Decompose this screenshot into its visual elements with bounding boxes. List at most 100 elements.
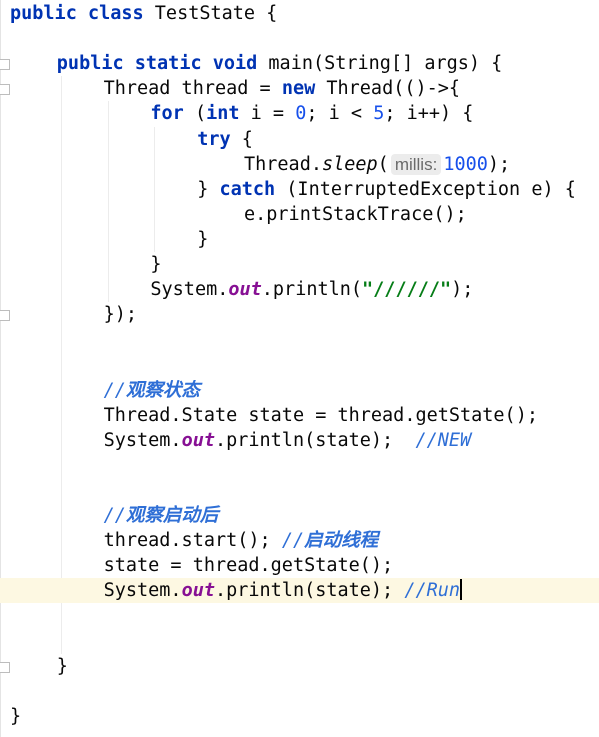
code-token: }	[10, 705, 22, 727]
code-token: Thread.	[244, 153, 322, 175]
code-line-text: });	[104, 302, 137, 327]
code-line-text: Thread.sleep(millis:1000);	[244, 152, 510, 177]
code-line[interactable]	[0, 26, 599, 51]
code-token: (	[377, 153, 389, 175]
code-line-text: System.out.println(state); //NEW	[104, 428, 472, 453]
code-token: catch	[219, 178, 287, 200]
code-line[interactable]: }	[0, 654, 599, 679]
fold-marker-icon[interactable]	[0, 84, 10, 96]
code-line[interactable]: thread.start(); //启动线程	[0, 528, 599, 553]
code-line[interactable]: Thread.sleep(millis:1000);	[0, 152, 599, 177]
code-token: });	[103, 304, 138, 326]
code-line[interactable]	[0, 629, 599, 654]
code-line[interactable]	[0, 478, 599, 503]
code-token: "//////"	[362, 279, 452, 301]
code-comment: //Run	[404, 580, 461, 602]
code-token: out	[228, 279, 262, 301]
code-token: System.	[103, 429, 182, 451]
code-token: }	[56, 655, 68, 677]
code-token: );	[451, 279, 474, 301]
code-token: (	[194, 103, 207, 125]
code-comment: //NEW	[415, 429, 472, 451]
code-token: }	[150, 254, 162, 275]
code-token: state = thread.getState();	[103, 555, 394, 577]
code-token: public class	[10, 3, 155, 24]
code-token: (InterruptedException e) {	[286, 178, 576, 200]
code-line[interactable]	[0, 327, 599, 352]
code-line-text: e.printStackTrace();	[244, 202, 467, 227]
fold-marker-icon[interactable]	[0, 661, 10, 673]
code-line[interactable]: Thread thread = new Thread(()->{	[0, 76, 599, 101]
code-token: out	[181, 580, 215, 602]
code-line[interactable]: e.printStackTrace();	[0, 202, 599, 227]
code-token: thread.start();	[103, 530, 282, 552]
code-line[interactable]: public static void main(String[] args) {	[0, 51, 599, 76]
code-line[interactable]: try {	[0, 127, 599, 152]
code-line-text: public class TestState {	[10, 1, 277, 26]
code-line[interactable]: });	[0, 302, 599, 327]
code-line-text: for (int i = 0; i < 5; i++) {	[150, 101, 473, 126]
code-line-text: //观察状态	[104, 378, 200, 403]
code-token: Thread thread =	[103, 78, 282, 100]
code-comment: //	[103, 379, 126, 401]
parameter-hint: millis:	[390, 153, 442, 175]
code-line-text: Thread.State state = thread.getState();	[104, 403, 538, 428]
code-comment: 启动线程	[304, 530, 379, 552]
fold-marker-icon[interactable]	[0, 59, 10, 71]
code-line[interactable]: }	[0, 252, 599, 277]
code-token: out	[181, 429, 215, 451]
gutter-border	[0, 0, 1, 737]
fold-marker-icon[interactable]	[0, 310, 10, 322]
code-token: }	[197, 178, 220, 200]
code-line-text: }	[10, 704, 21, 729]
code-token: .println(state);	[214, 580, 405, 602]
code-line-text: } catch (InterruptedException e) {	[197, 177, 576, 202]
code-line[interactable]: state = thread.getState();	[0, 553, 599, 578]
code-token: for	[150, 103, 195, 125]
code-token: Thread(()->{	[326, 78, 461, 100]
code-line[interactable]	[0, 352, 599, 377]
code-token: 0	[295, 103, 307, 125]
code-token: .println(state);	[214, 429, 416, 451]
code-line[interactable]: for (int i = 0; i < 5; i++) {	[0, 101, 599, 126]
code-line[interactable]	[0, 679, 599, 704]
code-line[interactable]: Thread.State state = thread.getState();	[0, 403, 599, 428]
code-line[interactable]: }	[0, 704, 599, 729]
indent-guide	[60, 76, 62, 654]
code-token: new	[281, 78, 327, 100]
code-line[interactable]: }	[0, 227, 599, 252]
code-line[interactable]: System.out.println(state); //Run	[0, 578, 599, 604]
text-caret	[460, 579, 463, 601]
code-token: main(String[] args) {	[268, 53, 503, 75]
code-line[interactable]: //观察启动后	[0, 503, 599, 528]
code-line-text: thread.start(); //启动线程	[104, 528, 379, 553]
code-comment: //	[103, 505, 126, 526]
code-token: int	[206, 103, 251, 125]
code-line-text: }	[57, 654, 68, 679]
code-token: ; i++) {	[384, 103, 474, 125]
code-line[interactable]: public class TestState {	[0, 1, 599, 26]
code-token: public static void	[56, 53, 269, 75]
code-line-text: Thread thread = new Thread(()->{	[104, 76, 460, 101]
code-line[interactable]: System.out.println(state); //NEW	[0, 428, 599, 453]
code-comment: 观察状态	[125, 379, 200, 401]
code-token: System.	[150, 279, 229, 301]
code-token: ; i <	[306, 103, 374, 125]
code-line[interactable]: } catch (InterruptedException e) {	[0, 177, 599, 202]
code-token: e.printStackTrace();	[244, 203, 467, 225]
code-token: 1000	[443, 153, 488, 175]
code-line[interactable]	[0, 453, 599, 478]
code-token: i =	[250, 103, 296, 125]
code-token: sleep	[321, 153, 378, 175]
code-token: {	[241, 128, 253, 150]
code-line[interactable]: //观察状态	[0, 378, 599, 403]
code-line-text: System.out.println("//////");	[150, 277, 473, 302]
code-token: );	[487, 153, 511, 175]
code-token: System.	[103, 580, 182, 602]
indent-guide	[154, 126, 156, 252]
code-token: 5	[373, 103, 385, 125]
code-line-text: }	[197, 227, 208, 252]
code-line[interactable]	[0, 603, 599, 628]
code-line[interactable]: System.out.println("//////");	[0, 277, 599, 302]
